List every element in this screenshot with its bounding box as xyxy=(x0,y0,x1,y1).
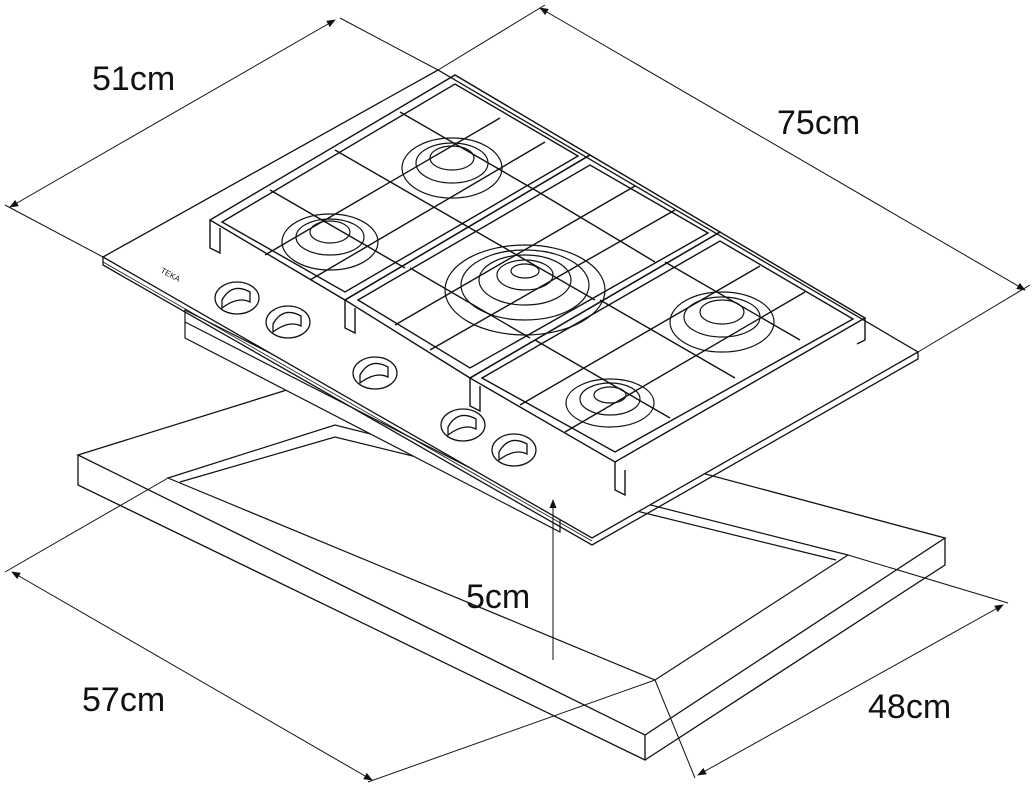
burner-back-left xyxy=(402,138,502,198)
dimension-lines xyxy=(5,5,1030,782)
burner-back-right xyxy=(670,292,774,352)
label-hob-depth: 51cm xyxy=(92,60,176,98)
dim-75cm xyxy=(438,5,1030,352)
control-knobs xyxy=(215,282,536,466)
dim-51cm xyxy=(5,18,438,257)
label-cutout-depth: 48cm xyxy=(868,688,952,726)
knob-3 xyxy=(353,357,397,389)
knob-2 xyxy=(266,306,310,338)
burner-front-left xyxy=(282,214,378,270)
knob-5 xyxy=(492,434,536,466)
burner-front-right xyxy=(566,379,654,427)
dim-57cm xyxy=(5,478,655,782)
label-cutout-width: 57cm xyxy=(82,681,166,719)
dim-48cm xyxy=(655,555,1008,778)
knob-1 xyxy=(215,282,259,314)
knob-4 xyxy=(441,409,485,441)
label-hob-width: 75cm xyxy=(777,104,861,142)
label-hob-height: 5cm xyxy=(466,578,531,616)
